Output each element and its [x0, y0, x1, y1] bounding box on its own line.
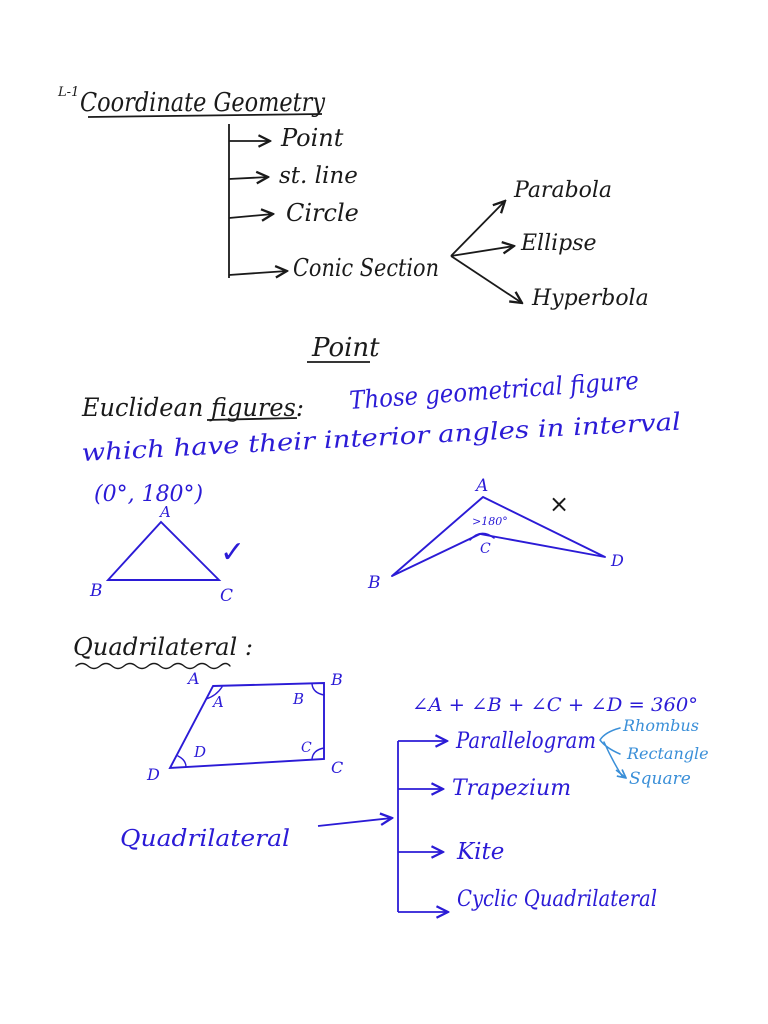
- title-underline: [87, 113, 323, 118]
- subtype-rectangle: Rectangle: [626, 744, 709, 763]
- subtype-arrow-square: [615, 770, 626, 778]
- vertex-label-c: C: [331, 758, 343, 777]
- reflex-angle-label: >180°: [472, 515, 508, 528]
- definition-line-1: Those geometrical figure: [348, 366, 639, 415]
- subtype-brace: [599, 727, 623, 777]
- interior-label-a: A: [211, 693, 224, 711]
- triangle-abc: [105, 520, 222, 581]
- lecture-marker: L-1: [57, 85, 79, 100]
- conic-arrow-parabola: [450, 201, 505, 257]
- quadrilateral-figure: A B C D A B C D: [146, 669, 343, 784]
- triangle-label-a: A: [158, 503, 171, 521]
- angle-arc-a: [205, 686, 223, 700]
- triangle-label-b: B: [89, 581, 103, 601]
- subtype-rhombus: Rhombus: [622, 716, 699, 735]
- point-section: Point Euclidean figures: Those geometric…: [81, 333, 682, 606]
- quadrilateral-abcd: [168, 682, 325, 770]
- angle-arc-b: [311, 683, 325, 696]
- branch-st-line: st. line: [279, 163, 358, 189]
- branch-arrow-conic: [228, 271, 287, 275]
- concave-label-d: D: [610, 551, 624, 570]
- type-parallelogram: Parallelogram: [455, 729, 596, 754]
- interval: (0°, 180°): [94, 482, 203, 507]
- triangle-status-mark: ✓: [220, 535, 245, 570]
- concave-label-b: B: [367, 573, 381, 593]
- type-kite: Kite: [456, 839, 504, 865]
- title-wavy-underline: [75, 662, 231, 670]
- angle-sum-formula: ∠A + ∠B + ∠C + ∠D = 360°: [412, 694, 698, 716]
- root-arrow: [317, 818, 392, 827]
- vertex-label-b: B: [330, 670, 343, 689]
- concave-shape: [391, 496, 606, 577]
- concave-figure: A B C D >180° ×: [367, 476, 624, 593]
- vertex-label-d: D: [146, 765, 160, 784]
- conic-ellipse: Ellipse: [520, 231, 597, 256]
- branch-point: Point: [280, 124, 344, 152]
- quadrilateral-section: Quadrilateral : A B C D A B C D ∠A + ∠B …: [73, 633, 709, 912]
- branch-circle: Circle: [286, 199, 359, 227]
- coordinate-geometry-section: L-1 Coordinate Geometry Point st. line C…: [57, 85, 649, 311]
- section-title-coordinate-geometry: Coordinate Geometry: [80, 88, 325, 118]
- conic-arrow-ellipse: [450, 246, 514, 257]
- reflex-angle-arc: [469, 532, 495, 541]
- interior-label-c: C: [301, 740, 312, 756]
- angle-arc-c: [311, 747, 325, 760]
- type-cyclic-quadrilateral: Cyclic Quadrilateral: [457, 887, 657, 912]
- angle-arc-d: [177, 755, 187, 768]
- branch-arrow-line: [228, 177, 268, 179]
- interior-label-b: B: [292, 690, 304, 708]
- conic-arrow-hyperbola: [450, 255, 522, 303]
- concave-label-a: A: [474, 476, 488, 496]
- conic-hyperbola: Hyperbola: [531, 286, 649, 311]
- definition-term: Euclidean figures:: [81, 393, 304, 422]
- concave-label-c: C: [480, 541, 491, 557]
- section-title-quadrilateral: Quadrilateral :: [73, 633, 253, 661]
- vertex-label-a: A: [186, 669, 200, 688]
- quadrilateral-root-label: Quadrilateral: [120, 826, 290, 852]
- conic-parabola: Parabola: [513, 178, 612, 203]
- section-title-point: Point: [311, 333, 380, 363]
- triangle-label-c: C: [220, 586, 233, 606]
- branch-conic-section: Conic Section: [293, 254, 439, 282]
- subtype-square: Square: [629, 769, 691, 789]
- concave-status-mark: ×: [549, 490, 569, 518]
- branch-arrow-circle: [228, 214, 273, 218]
- type-trapezium: Trapezium: [452, 776, 571, 801]
- interior-label-d: D: [193, 743, 206, 761]
- triangle-figure: A B C ✓: [89, 503, 245, 606]
- definition-term-underline: [206, 417, 298, 421]
